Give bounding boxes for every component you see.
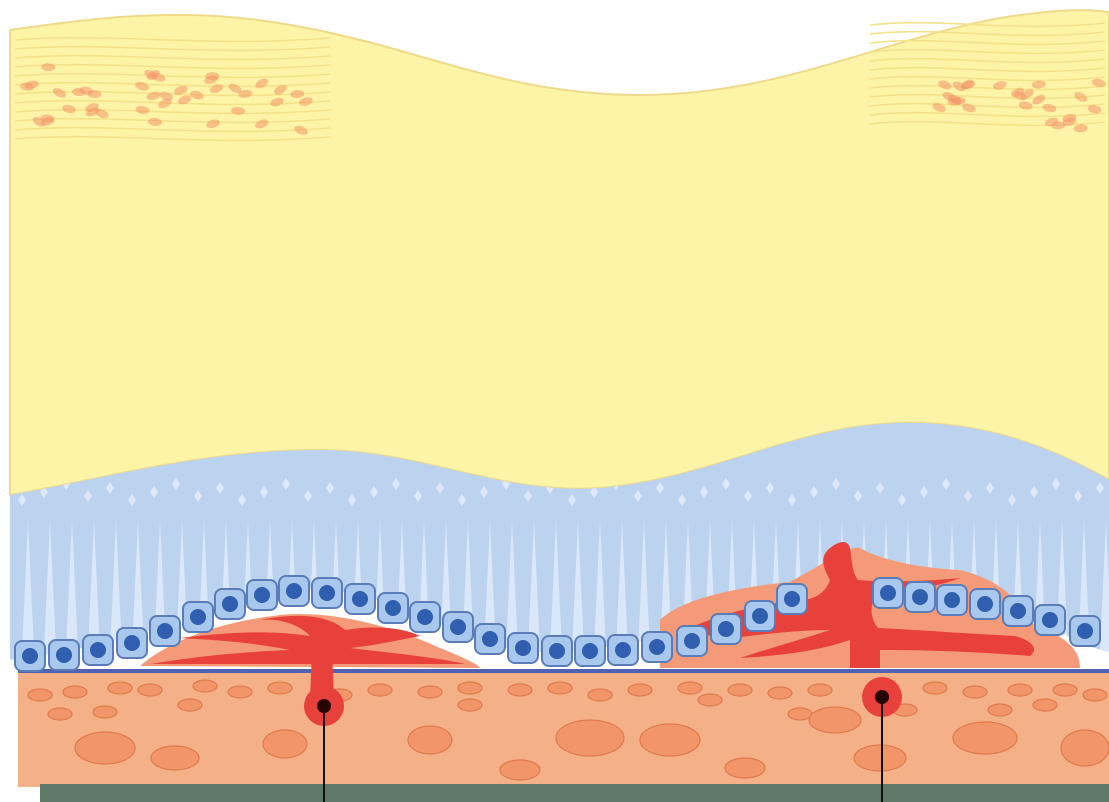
choroid-cell	[698, 694, 722, 706]
choroid-cell	[640, 724, 700, 756]
rpe-nucleus	[784, 591, 800, 607]
choroid-cell	[193, 680, 217, 692]
choroid-cell	[1008, 684, 1032, 696]
choroid-cell	[178, 699, 202, 711]
rpe-nucleus	[649, 639, 665, 655]
choroid-cell	[768, 687, 792, 699]
rpe-nucleus	[752, 608, 768, 624]
choroid-cell	[151, 746, 199, 770]
rpe-nucleus	[56, 647, 72, 663]
rpe-nucleus	[549, 643, 565, 659]
sclera-band	[40, 784, 1109, 802]
choroid-cell	[854, 745, 906, 771]
choroid-cell	[678, 682, 702, 694]
rpe-nucleus	[417, 609, 433, 625]
rpe-nucleus	[385, 600, 401, 616]
choroid-cell	[1053, 684, 1077, 696]
choroid-cell	[588, 689, 612, 701]
rpe-nucleus	[1042, 612, 1058, 628]
choroid-cell	[368, 684, 392, 696]
rpe-nucleus	[22, 648, 38, 664]
choroid-cell	[108, 682, 132, 694]
choroid-cell	[1083, 689, 1107, 701]
choroid-cell	[808, 684, 832, 696]
rpe-nucleus	[615, 642, 631, 658]
choroid-cell	[988, 704, 1012, 716]
choroid-cell	[963, 686, 987, 698]
rpe-nucleus	[352, 591, 368, 607]
choroid-cell	[408, 726, 452, 754]
choroid-cell	[953, 722, 1017, 754]
choroid-cell	[556, 720, 624, 756]
rpe-nucleus	[1077, 623, 1093, 639]
choroid-cell	[508, 684, 532, 696]
rpe-nucleus	[450, 619, 466, 635]
choroid-cell	[1033, 699, 1057, 711]
rpe-nucleus	[254, 587, 270, 603]
rpe-nucleus	[912, 589, 928, 605]
choroid-cell	[268, 682, 292, 694]
rpe-nucleus	[190, 609, 206, 625]
choroid-cell	[500, 760, 540, 780]
rpe-nucleus	[319, 585, 335, 601]
rpe-nucleus	[222, 596, 238, 612]
choroid-cell	[228, 686, 252, 698]
rpe-nucleus	[90, 642, 106, 658]
choroid-cell	[548, 682, 572, 694]
rpe-nucleus	[977, 596, 993, 612]
choroid-cell	[75, 732, 135, 764]
choroid-cell	[263, 730, 307, 758]
choroid-cell	[923, 682, 947, 694]
choroid-cell	[809, 707, 861, 733]
choroid-cell	[1061, 730, 1109, 766]
choroid-cell	[458, 699, 482, 711]
choroid-cell	[418, 686, 442, 698]
rpe-nucleus	[286, 583, 302, 599]
choroid-cell	[458, 682, 482, 694]
choroid-cell	[788, 708, 812, 720]
choroid-cell	[728, 684, 752, 696]
rpe-nucleus	[944, 592, 960, 608]
rpe-nucleus	[684, 633, 700, 649]
rpe-nucleus	[515, 640, 531, 656]
choroid-cell	[48, 708, 72, 720]
choroid-cell	[725, 758, 765, 778]
choroid-cell	[138, 684, 162, 696]
choroid-cell	[28, 689, 52, 701]
rpe-nucleus	[718, 621, 734, 637]
rpe-nucleus	[124, 635, 140, 651]
rpe-nucleus	[880, 585, 896, 601]
choroid-cell	[93, 706, 117, 718]
choroid-cell	[628, 684, 652, 696]
rpe-nucleus	[482, 631, 498, 647]
rpe-nucleus	[157, 623, 173, 639]
choroid-cell	[63, 686, 87, 698]
rpe-nucleus	[1010, 603, 1026, 619]
rpe-nucleus	[582, 643, 598, 659]
